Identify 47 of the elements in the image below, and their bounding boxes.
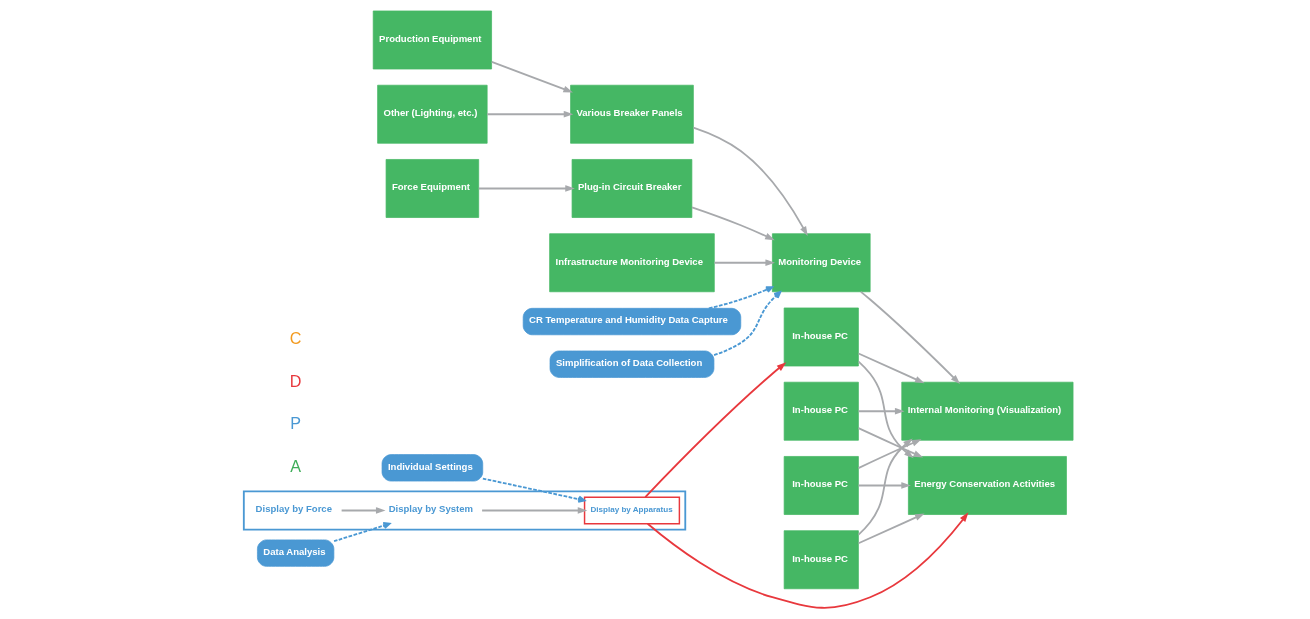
- node-box: Monitoring Device: [771, 233, 871, 293]
- arrow: [857, 352, 925, 384]
- node-box: Display by Apparatus: [583, 496, 680, 525]
- node-box: Plug-in Circuit Breaker: [571, 159, 692, 218]
- node-box: Data Analysis: [256, 539, 334, 567]
- node-box: Individual Settings: [381, 454, 483, 482]
- node-text: Display by System: [388, 503, 473, 515]
- label: P: [289, 414, 301, 433]
- node-text: Display by Force: [255, 503, 332, 515]
- arrow: [480, 507, 587, 514]
- arrow: [643, 362, 786, 499]
- node-box: Other (Lighting, etc.): [376, 84, 487, 144]
- arrow: [857, 439, 921, 469]
- node-box: In-house PC: [783, 381, 859, 441]
- arrow: [712, 291, 781, 356]
- arrow: [485, 110, 573, 118]
- arrow: [857, 438, 913, 536]
- node-box: Energy Conservation Activities: [907, 456, 1067, 515]
- label: A: [289, 456, 301, 475]
- arrow: [859, 290, 960, 384]
- arrow: [481, 477, 585, 503]
- node-box: Various Breaker Panels: [569, 84, 694, 144]
- node-box: Production Equipment: [372, 10, 492, 70]
- node-box: Force Equipment: [385, 159, 479, 218]
- arrow: [713, 259, 775, 267]
- arrow: [490, 61, 573, 93]
- arrow: [340, 507, 386, 514]
- node-box: Simplification of Data Collection: [549, 350, 714, 378]
- arrow: [707, 286, 773, 310]
- arrow: [857, 407, 904, 415]
- arrow: [332, 522, 391, 543]
- arrow: [692, 126, 808, 237]
- node-box: In-house PC: [783, 456, 859, 515]
- arrow: [690, 206, 775, 241]
- node-box: Infrastructure Monitoring Device: [548, 233, 715, 293]
- arrow: [857, 360, 914, 459]
- arrow: [857, 513, 925, 545]
- arrow: [857, 482, 911, 489]
- arrow: [477, 185, 575, 192]
- arrow: [857, 427, 923, 458]
- label: D: [289, 371, 301, 390]
- arrow: [646, 512, 968, 609]
- node-box: Internal Monitoring (Visualization): [900, 381, 1073, 441]
- label: C: [289, 329, 301, 348]
- node-box: In-house PC: [783, 530, 859, 590]
- node-box: CR Temperature and Humidity Data Capture: [522, 307, 741, 336]
- node-box: In-house PC: [783, 307, 859, 367]
